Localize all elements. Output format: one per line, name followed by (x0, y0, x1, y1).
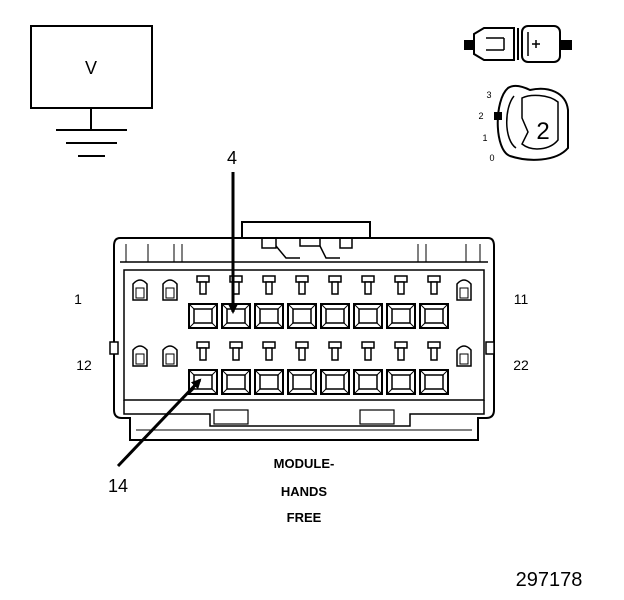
pin-cavity (353, 341, 383, 395)
pin-cavity (254, 341, 284, 395)
pin-cavity (221, 275, 251, 329)
pin-cavity (386, 341, 416, 395)
pin-cavity (221, 341, 251, 395)
pin-cavity (132, 345, 148, 367)
pin-cavity (456, 279, 472, 301)
switch-position-0: 0 (489, 153, 494, 163)
connector-caption: MODULE- HANDS FREE (274, 456, 335, 525)
switch-position-1: 1 (482, 133, 487, 143)
pin-cavity (419, 341, 449, 395)
pin-cavity (287, 275, 317, 329)
caption-line-3: FREE (287, 510, 322, 525)
pin-cavity (456, 345, 472, 367)
pin-label-22: 22 (513, 357, 529, 373)
ignition-switch-icon: 3 2 1 0 2 (478, 84, 569, 163)
pin-cavity (353, 275, 383, 329)
pin-cavity (188, 275, 218, 329)
pin-cavity (287, 341, 317, 395)
connector-pin-cavities (132, 275, 472, 395)
pin-label-1: 1 (74, 291, 82, 307)
pin-cavity (162, 345, 178, 367)
callout-arrow-pin-14 (116, 378, 202, 468)
voltmeter-label: V (85, 58, 97, 78)
pin-cavity (254, 275, 284, 329)
pin-cavity (386, 275, 416, 329)
voltmeter-symbol: V (30, 25, 153, 157)
pin-cavity (132, 279, 148, 301)
pin-cavity (419, 275, 449, 329)
pin-cavity (162, 279, 178, 301)
pin-cavity (320, 341, 350, 395)
caption-line-2: HANDS (281, 484, 328, 499)
ground-icon (56, 129, 127, 157)
connector-body (109, 221, 495, 441)
callout-label-pin-14: 14 (108, 476, 128, 496)
callout-label-pin-4: 4 (227, 148, 237, 168)
connector-plug-icon (464, 25, 572, 63)
switch-selected-position: 2 (536, 118, 549, 145)
caption-line-1: MODULE- (274, 456, 335, 471)
pin-cavity (320, 275, 350, 329)
pin-label-11: 11 (514, 291, 529, 307)
pin-label-12: 12 (76, 357, 92, 373)
switch-position-3: 3 (486, 90, 491, 100)
switch-position-2: 2 (478, 111, 483, 121)
figure-number: 297178 (516, 569, 583, 591)
